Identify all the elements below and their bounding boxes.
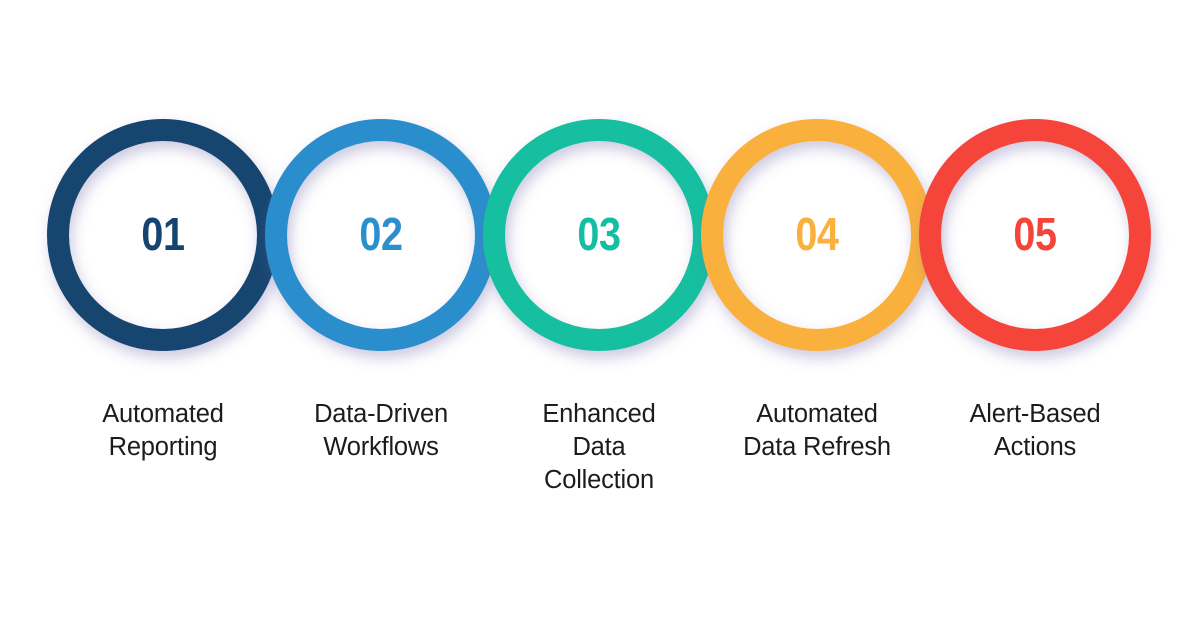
step-label-02: Data-Driven Workflows (314, 400, 448, 462)
step-number-05: 05 (1013, 208, 1057, 260)
step-number-04: 04 (795, 208, 839, 260)
step-label-05: Alert-Based Actions (969, 400, 1101, 462)
step-number-02: 02 (359, 208, 403, 260)
step-number-01: 01 (141, 208, 185, 260)
step-label-04: Automated Data Refresh (743, 400, 891, 462)
step-label-01: Automated Reporting (102, 400, 224, 462)
step-number-03: 03 (577, 208, 621, 260)
step-ring-05 (919, 119, 1151, 351)
step-label-03: Enhanced Data Collection (542, 400, 656, 495)
